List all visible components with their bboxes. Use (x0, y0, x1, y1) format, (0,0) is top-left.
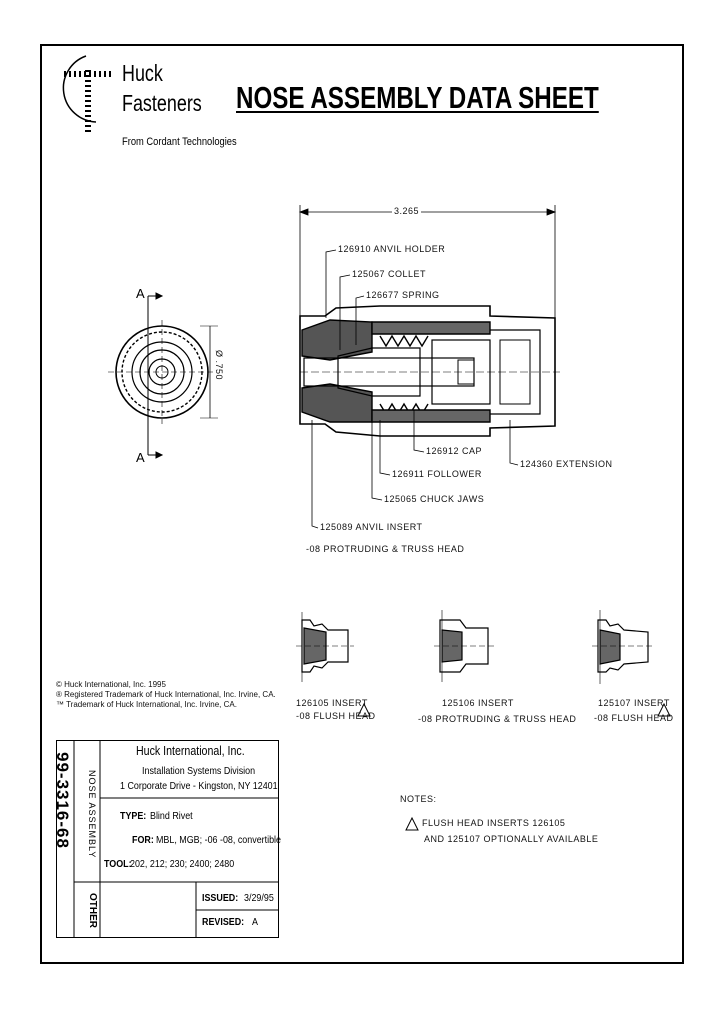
callout-extension: 124360 EXTENSION (520, 459, 613, 469)
issued-value: 3/29/95 (244, 892, 274, 904)
for-label: FOR: (132, 834, 154, 846)
callout-follower: 126911 FOLLOWER (392, 469, 482, 479)
logo-line-1: Huck (122, 60, 163, 86)
section-label-top: A (136, 286, 145, 301)
page-title: NOSE ASSEMBLY DATA SHEET (236, 80, 599, 115)
callout-collet: 125067 COLLET (352, 269, 427, 279)
diameter-label: Ø .750 (214, 350, 224, 381)
logo-line-2: Fasteners (122, 90, 202, 116)
callout-cap: 126912 CAP (426, 446, 483, 456)
callout-anvil-holder: 126910 ANVIL HOLDER (338, 244, 446, 254)
title-block (56, 740, 279, 938)
tool-value: 202, 212; 230; 2400; 2480 (130, 858, 235, 870)
overall-length-label: 3.265 (392, 206, 422, 216)
company-name: Huck International, Inc. (136, 744, 245, 758)
notes-line-1: FLUSH HEAD INSERTS 126105 (422, 818, 566, 828)
page-border (40, 44, 684, 964)
category-label: NOSE ASSEMBLY (87, 770, 97, 859)
copyright-line-3: ™ Trademark of Huck International, Inc. … (56, 700, 237, 709)
tool-label: TOOL: (104, 858, 132, 870)
other-label: OTHER (87, 893, 98, 928)
company-division: Installation Systems Division (142, 765, 256, 777)
callout-spring: 126677 SPRING (366, 290, 440, 300)
company-address: 1 Corporate Drive - Kingston, NY 12401 (120, 780, 278, 792)
section-label-bottom: A (136, 450, 145, 465)
insert-2-desc: -08 PROTRUDING & TRUSS HEAD (418, 714, 577, 724)
notes-line-2: AND 125107 OPTIONALLY AVAILABLE (424, 834, 599, 844)
insert-3-part: 125107 INSERT (598, 698, 670, 708)
callout-chuck-jaws: 125065 CHUCK JAWS (384, 494, 485, 504)
copyright-line-2: ® Registered Trademark of Huck Internati… (56, 690, 276, 699)
callout-anvil-insert: 125089 ANVIL INSERT (320, 522, 423, 532)
insert-1-part: 126105 INSERT (296, 698, 368, 708)
revised-value: A (252, 916, 258, 928)
type-label: TYPE: (120, 810, 147, 822)
issued-label: ISSUED: (202, 892, 239, 904)
callout-anvil-insert-sub: -08 PROTRUDING & TRUSS HEAD (306, 544, 465, 554)
logo-tagline: From Cordant Technologies (122, 136, 237, 148)
insert-3-desc: -08 FLUSH HEAD (594, 713, 674, 723)
insert-1-desc: -08 FLUSH HEAD (296, 711, 376, 721)
doc-number: 99-3316-68 (53, 752, 72, 849)
copyright-line-1: © Huck International, Inc. 1995 (56, 680, 166, 689)
notes-heading: NOTES: (400, 794, 437, 804)
for-value: MBL, MGB; -06 -08, convertible (156, 834, 282, 846)
type-value: Blind Rivet (150, 810, 193, 822)
insert-2-part: 125106 INSERT (442, 698, 514, 708)
revised-label: REVISED: (202, 916, 245, 928)
